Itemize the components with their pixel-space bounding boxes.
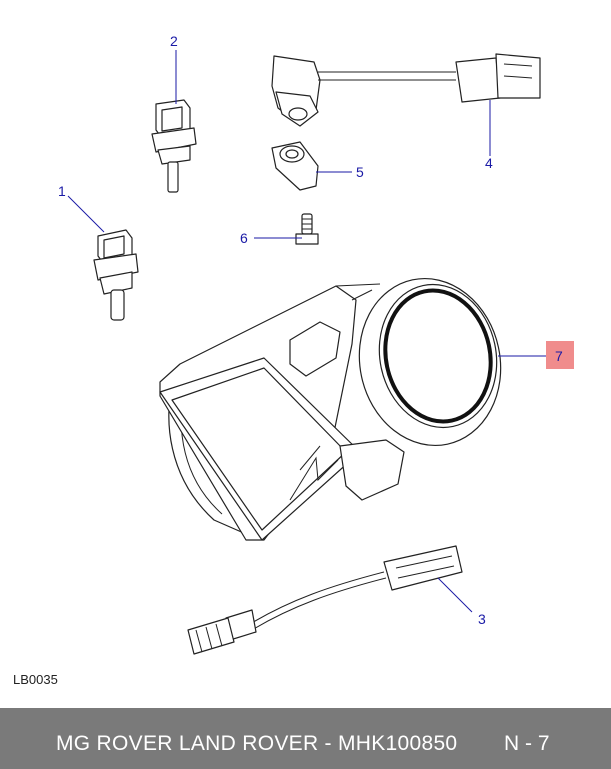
part-7-air-flow-meter bbox=[159, 277, 502, 541]
leader-lines bbox=[67, 50, 546, 613]
leader-1 bbox=[67, 195, 105, 233]
callout-5[interactable]: 5 bbox=[356, 164, 364, 180]
part-6-bolt bbox=[295, 213, 319, 245]
part-2-temperature-sensor bbox=[151, 99, 197, 193]
part-1-temperature-sensor bbox=[93, 229, 139, 321]
footer-page-number: N - 7 bbox=[504, 732, 550, 755]
part-5-gasket bbox=[271, 141, 319, 191]
callout-7[interactable]: 7 bbox=[555, 348, 563, 364]
callout-1[interactable]: 1 bbox=[58, 183, 66, 199]
callout-3[interactable]: 3 bbox=[478, 611, 486, 627]
callout-7-highlight bbox=[546, 341, 574, 369]
footer-bar: MG ROVER LAND ROVER - MHK100850 N - 7 bbox=[0, 708, 611, 769]
callout-6[interactable]: 6 bbox=[240, 230, 248, 246]
part-3-sensor-with-cable bbox=[187, 545, 463, 655]
parts-diagram: 2 1 4 5 6 7 3 bbox=[58, 33, 574, 655]
callout-2[interactable]: 2 bbox=[170, 33, 178, 49]
footer-title: MG ROVER LAND ROVER - MHK100850 bbox=[56, 732, 458, 755]
part-4-sensor-with-connector bbox=[271, 53, 541, 127]
callout-4[interactable]: 4 bbox=[485, 155, 493, 171]
leader-3 bbox=[437, 577, 473, 613]
diagram-reference-code: LB0035 bbox=[13, 672, 58, 687]
